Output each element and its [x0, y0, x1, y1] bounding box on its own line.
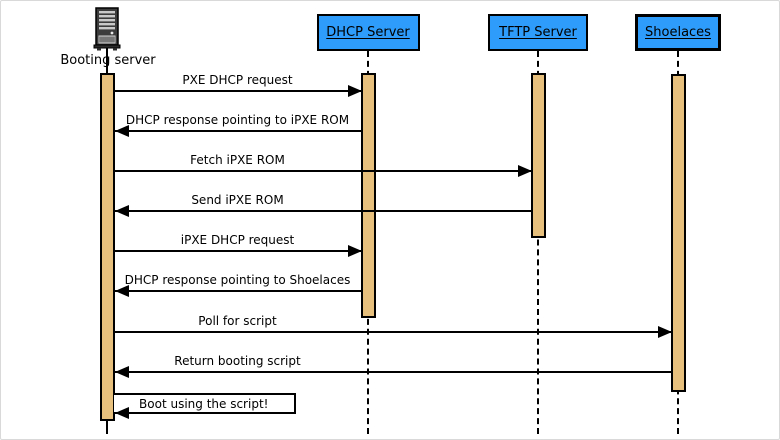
message-arrow	[114, 130, 361, 132]
message-label: PXE DHCP request	[182, 73, 293, 87]
message-label: iPXE DHCP request	[180, 233, 295, 247]
arrowhead-left-icon	[114, 366, 129, 378]
arrowhead-left-icon	[114, 205, 129, 217]
self-message-box: Boot using the script!	[113, 393, 296, 414]
actor-label-tftp: TFTP Server	[499, 25, 577, 40]
message-label: DHCP response pointing to Shoelaces	[124, 273, 351, 287]
message-label: Boot using the script!	[139, 396, 269, 411]
arrowhead-left-icon	[114, 407, 129, 419]
arrowhead-right-icon	[657, 326, 672, 338]
activation-bar-shoelaces	[670, 74, 686, 392]
message-arrow	[114, 210, 531, 212]
actor-dhcp: DHCP Server	[316, 14, 420, 51]
activation-bar-booting	[99, 73, 115, 421]
message-arrow	[114, 290, 361, 292]
actor-shoelaces: Shoelaces	[635, 14, 721, 51]
actor-tftp: TFTP Server	[488, 14, 588, 51]
message-label: Return booting script	[174, 354, 301, 368]
activation-bar-tftp	[530, 73, 546, 238]
arrowhead-left-icon	[114, 125, 129, 137]
message-arrow	[114, 170, 531, 172]
message-label: Send iPXE ROM	[191, 193, 284, 207]
message-arrow	[114, 331, 671, 333]
arrowhead-right-icon	[347, 245, 362, 257]
actor-label-dhcp: DHCP Server	[326, 25, 410, 40]
message-label: DHCP response pointing to iPXE ROM	[125, 113, 350, 127]
message-arrow	[114, 90, 361, 92]
arrowhead-right-icon	[347, 85, 362, 97]
lifeline-tftp	[537, 51, 539, 434]
message-arrow	[114, 250, 361, 252]
actor-label-booting: Booting server	[60, 53, 156, 68]
message-label: Fetch iPXE ROM	[190, 153, 285, 167]
server-tower-icon	[93, 7, 121, 51]
message-label: Poll for script	[198, 314, 277, 328]
activation-bar-dhcp	[360, 73, 376, 318]
arrowhead-right-icon	[517, 165, 532, 177]
actor-label-shoelaces: Shoelaces	[645, 25, 711, 40]
arrowhead-left-icon	[114, 285, 129, 297]
message-arrow	[114, 371, 671, 373]
